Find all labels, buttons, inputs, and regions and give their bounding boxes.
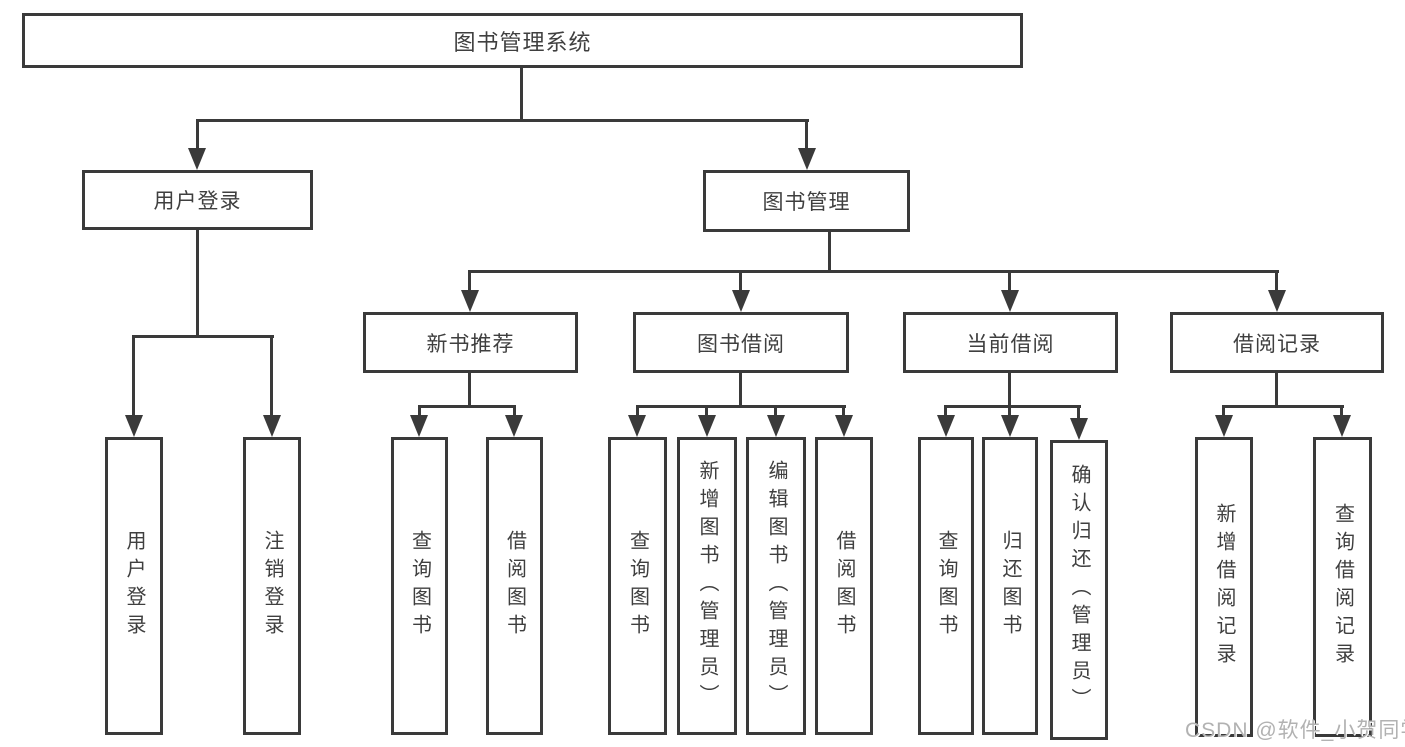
arrowhead-icon: [1001, 290, 1019, 312]
connector-line: [270, 335, 273, 419]
connector-line: [828, 232, 831, 272]
leaf-borrow-books-2-label: 借阅图书: [833, 530, 855, 642]
arrowhead-icon: [1333, 415, 1351, 437]
connector-line: [1340, 405, 1343, 421]
connector-line: [774, 405, 777, 421]
leaf-add-book-admin-label: 新增图书（管理员）: [696, 460, 718, 712]
node-user-login-label: 用户登录: [153, 190, 242, 213]
leaf-query-books-3-label: 查询图书: [935, 530, 957, 642]
connector-line: [520, 68, 523, 122]
arrowhead-icon: [698, 415, 716, 437]
leaf-query-books-1-label: 查询图书: [408, 530, 431, 642]
arrowhead-icon: [410, 415, 428, 437]
leaf-query-books-2-label: 查询图书: [626, 530, 649, 642]
connector-line: [513, 405, 516, 421]
leaf-add-borrow-record-label: 新增借阅记录: [1213, 503, 1235, 671]
leaf-query-books-3: 查询图书: [918, 437, 974, 735]
connector-line: [1008, 373, 1011, 407]
arrowhead-icon: [1070, 418, 1088, 440]
connector-line: [945, 405, 1081, 408]
node-borrow-records-label: 借阅记录: [1233, 332, 1321, 356]
leaf-query-borrow-record-label: 查询借阅记录: [1331, 503, 1354, 671]
arrowhead-icon: [125, 415, 143, 437]
connector-line: [739, 270, 742, 294]
arrowhead-icon: [1215, 415, 1233, 437]
arrowhead-icon: [1268, 290, 1286, 312]
node-root: 图书管理系统: [22, 13, 1023, 68]
connector-line: [196, 119, 809, 122]
arrowhead-icon: [628, 415, 646, 437]
connector-line: [739, 373, 742, 407]
leaf-edit-book-admin: 编辑图书（管理员）: [746, 437, 806, 735]
leaf-query-books-1: 查询图书: [391, 437, 448, 735]
node-current-borrow-label: 当前借阅: [966, 332, 1055, 356]
arrowhead-icon: [188, 148, 206, 170]
node-borrow-records: 借阅记录: [1170, 312, 1384, 373]
connector-line: [705, 405, 708, 421]
leaf-borrow-books-1: 借阅图书: [486, 437, 543, 735]
node-book-management-label: 图书管理: [762, 191, 851, 214]
connector-line: [468, 270, 1279, 273]
connector-line: [418, 405, 516, 408]
connector-line: [468, 373, 471, 407]
leaf-edit-book-admin-label: 编辑图书（管理员）: [765, 460, 787, 712]
connector-line: [1222, 405, 1225, 421]
node-root-label: 图书管理系统: [453, 29, 592, 55]
node-user-login: 用户登录: [82, 170, 313, 230]
arrowhead-icon: [937, 415, 955, 437]
leaf-add-borrow-record: 新增借阅记录: [1195, 437, 1253, 737]
node-book-borrow: 图书借阅: [633, 312, 849, 373]
leaf-user-login-label: 用户登录: [123, 530, 145, 642]
leaf-query-books-2: 查询图书: [608, 437, 667, 735]
connector-line: [842, 405, 845, 421]
arrowhead-icon: [835, 415, 853, 437]
leaf-borrow-books-2: 借阅图书: [815, 437, 873, 735]
arrowhead-icon: [461, 290, 479, 312]
leaf-user-login: 用户登录: [105, 437, 163, 735]
connector-line: [133, 335, 274, 338]
connector-line: [1077, 405, 1080, 424]
connector-line: [1275, 270, 1278, 294]
leaf-confirm-return-admin-label: 确认归还（管理员）: [1068, 464, 1090, 716]
connector-line: [636, 405, 846, 408]
arrowhead-icon: [505, 415, 523, 437]
connector-line: [944, 405, 947, 421]
leaf-borrow-books-1-label: 借阅图书: [503, 530, 526, 642]
leaf-logout: 注销登录: [243, 437, 301, 735]
connector-line: [132, 335, 135, 419]
connector-line: [418, 405, 421, 421]
leaf-confirm-return-admin: 确认归还（管理员）: [1050, 440, 1108, 740]
arrowhead-icon: [263, 415, 281, 437]
arrowhead-icon: [1001, 415, 1019, 437]
leaf-return-books: 归还图书: [982, 437, 1038, 735]
arrowhead-icon: [798, 148, 816, 170]
node-current-borrow: 当前借阅: [903, 312, 1118, 373]
leaf-add-book-admin: 新增图书（管理员）: [677, 437, 737, 735]
csdn-watermark: CSDN @软件_小贺同学: [1185, 719, 1405, 742]
arrowhead-icon: [767, 415, 785, 437]
connector-line: [1223, 405, 1344, 408]
node-book-borrow-label: 图书借阅: [697, 332, 785, 356]
node-book-management: 图书管理: [703, 170, 910, 232]
connector-line: [468, 270, 471, 294]
node-new-book-recommend-label: 新书推荐: [426, 332, 515, 356]
connector-line: [196, 230, 199, 337]
leaf-return-books-label: 归还图书: [999, 530, 1021, 642]
node-new-book-recommend: 新书推荐: [363, 312, 578, 373]
connector-line: [636, 405, 639, 421]
connector-line: [1275, 373, 1278, 407]
arrowhead-icon: [732, 290, 750, 312]
connector-line: [1008, 270, 1011, 294]
leaf-logout-label: 注销登录: [261, 530, 283, 642]
leaf-query-borrow-record: 查询借阅记录: [1313, 437, 1372, 737]
connector-line: [805, 119, 808, 152]
connector-line: [1008, 405, 1011, 421]
connector-line: [196, 119, 199, 152]
